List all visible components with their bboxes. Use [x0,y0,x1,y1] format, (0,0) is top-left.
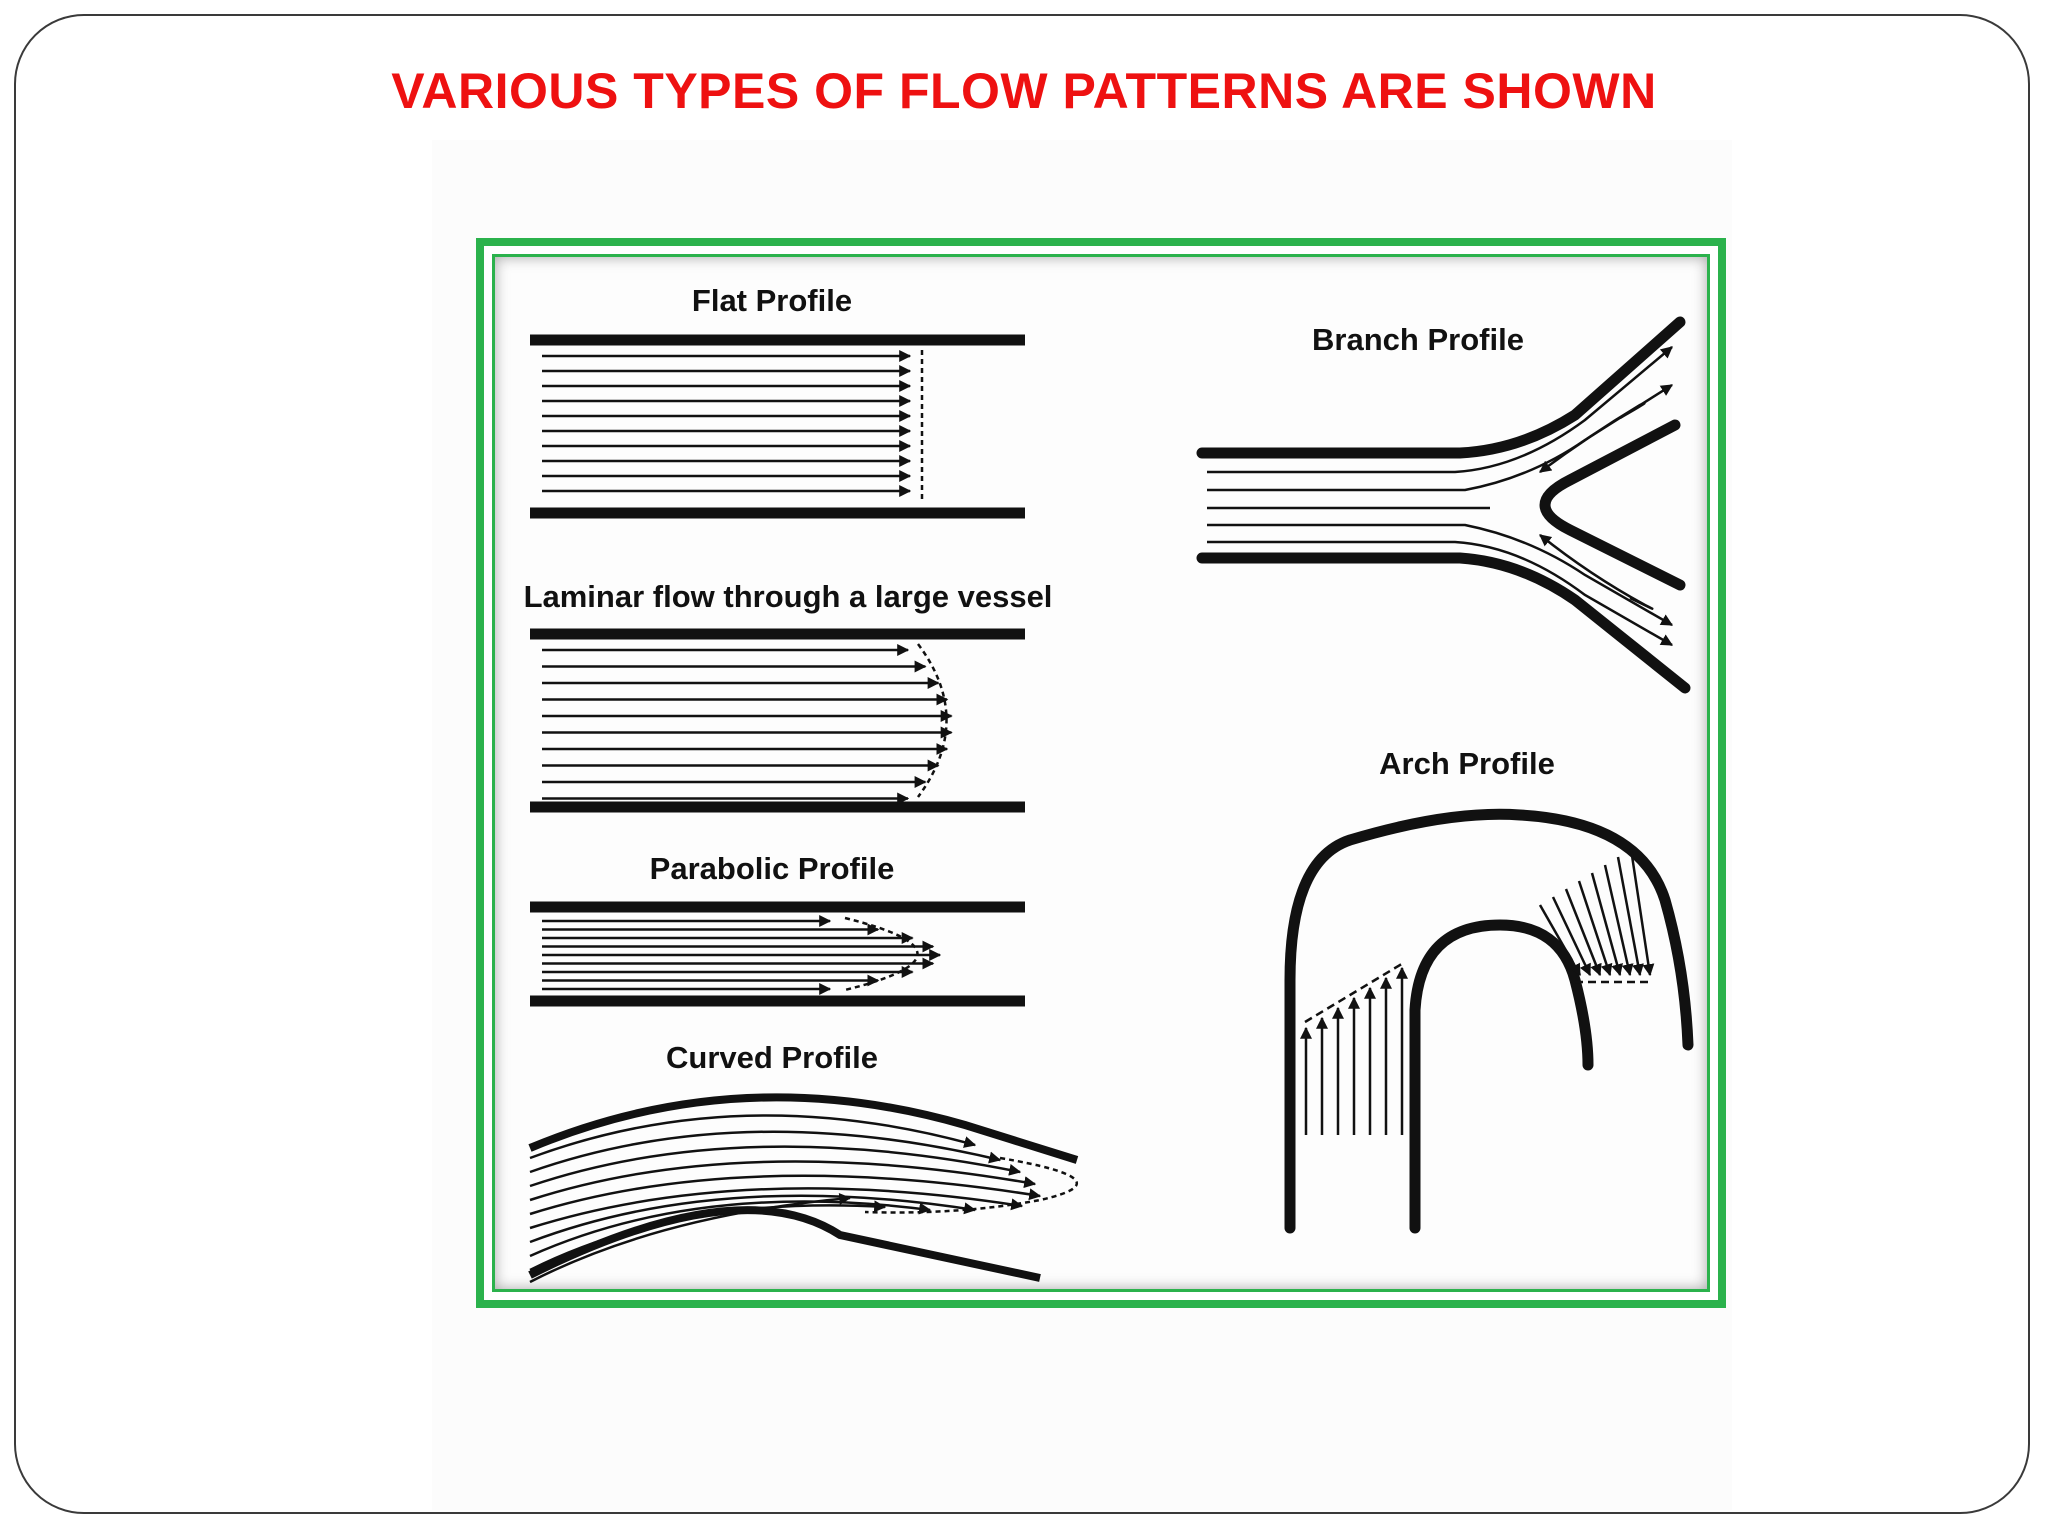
parabolic-profile-diagram: Parabolic Profile [530,851,1025,1007]
branch-upper-wall [1196,316,1686,459]
curved-profile-diagram: Curved Profile [528,1040,1079,1284]
laminar-profile-label: Laminar flow through a large vessel [524,579,1053,614]
flat-profile-label: Flat Profile [692,283,852,318]
branch-profile-label: Branch Profile [1312,322,1524,357]
curved-streamline [529,1200,887,1272]
arch-diagonal-arrow [1616,856,1644,977]
branch-flow-arrows [1207,346,1674,647]
arch-diagonal-arrow [1603,864,1634,977]
curved-velocity-front [864,1156,1078,1214]
arch-diagonal-arrow [1590,872,1623,977]
curved-streamline [529,1114,977,1160]
curved-streamline [529,1187,1024,1230]
branch-eddy [1539,401,1646,474]
branch-eddy [1539,534,1654,610]
arch-outer-wall [1284,808,1694,1234]
curved-streamline [529,1130,1002,1174]
arch-profile-label: Arch Profile [1379,746,1555,781]
branch-streamline [1207,346,1673,474]
branch-streamline [1207,540,1674,647]
arch-diagonal-arrow [1564,888,1602,977]
curved-streamline [529,1160,1037,1202]
arch-diagonal-arrow [1538,904,1582,977]
arch-inner-wall [1409,919,1594,1234]
arch-diagonal-arrow [1577,880,1613,977]
slide-title: VARIOUS TYPES OF FLOW PATTERNS ARE SHOWN [391,63,1657,119]
branch-lower-wall [1196,552,1691,694]
curved-streamline [529,1192,852,1284]
arch-front-left [1304,960,1406,1024]
arch-diagonal-arrow [1629,848,1655,977]
curved-streamline [529,1200,932,1258]
arch-up-arrows [1300,966,1408,1135]
curved-streamline [529,1145,1022,1188]
curved-bottom-wall [528,1206,1041,1282]
curved-flow-arrows [529,1114,1042,1284]
branch-streamline [1207,523,1674,627]
parabolic-profile-label: Parabolic Profile [650,851,895,886]
arch-profile-diagram: Arch Profile [1284,746,1694,1234]
laminar-flow-arrows [542,644,953,805]
curved-profile-label: Curved Profile [666,1040,878,1075]
parabolic-flow-arrows [542,915,942,995]
arch-diagonal-arrows [1538,848,1655,977]
branch-divider-wall [1539,419,1686,591]
parabolic-velocity-front [844,916,919,992]
branch-profile-diagram: Branch Profile [1196,316,1691,694]
curved-top-wall [528,1093,1079,1164]
curved-streamline [529,1174,1042,1216]
laminar-profile-diagram: Laminar flow through a large vessel [524,579,1053,813]
curved-streamline [529,1194,977,1244]
laminar-velocity-front [916,643,948,798]
arch-diagonal-arrow [1551,896,1592,977]
flat-profile-diagram: Flat Profile [530,283,1025,519]
flat-flow-arrows [542,350,912,497]
branch-streamline [1207,383,1674,492]
flow-patterns-figure [476,238,1726,1308]
